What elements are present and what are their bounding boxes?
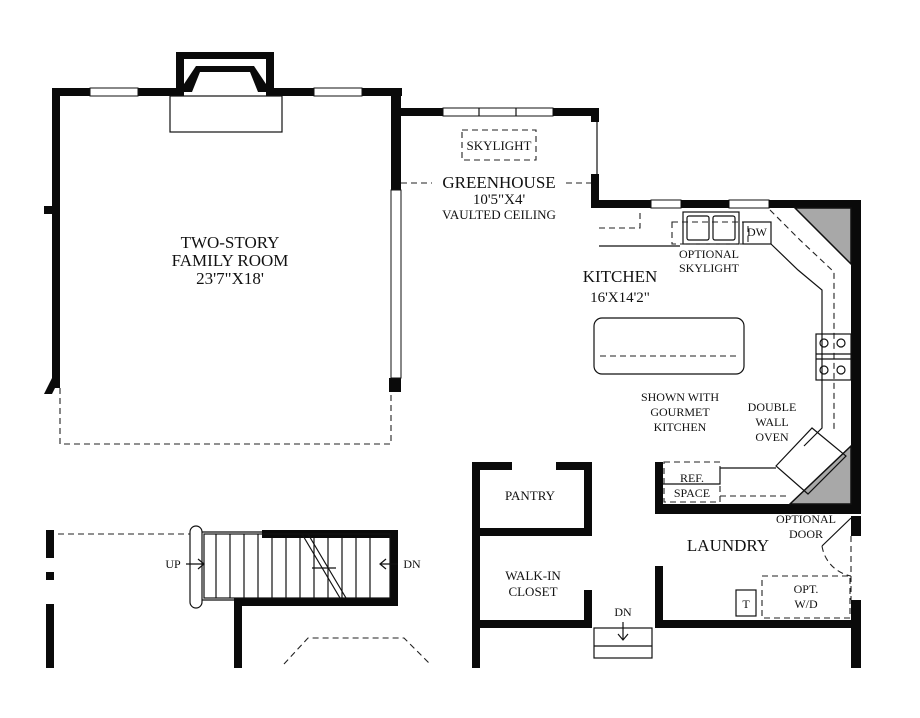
pantry-label: PANTRY bbox=[505, 488, 556, 503]
kitchen-note-2: GOURMET bbox=[650, 405, 710, 419]
upper-cabinet-line bbox=[599, 210, 641, 229]
sink bbox=[682, 211, 740, 245]
dishwasher-label: DW bbox=[747, 225, 768, 239]
kitchen-label: KITCHEN bbox=[583, 267, 658, 286]
optional-skylight-outline bbox=[671, 221, 749, 245]
corner-cabinet-bottom bbox=[788, 444, 852, 505]
optional-door-swing bbox=[821, 517, 852, 600]
greenhouse-dims: 10'5"X4' bbox=[473, 192, 526, 208]
laundry-dn-label: DN bbox=[614, 605, 632, 619]
bay-seat bbox=[169, 95, 283, 133]
stair-up-label: UP bbox=[165, 557, 181, 571]
double-wall-oven bbox=[775, 427, 847, 495]
opt-wd-label-1: OPT. bbox=[794, 582, 819, 596]
family-room-dashed-boundary bbox=[59, 388, 392, 445]
counter-inner-edge bbox=[770, 243, 823, 447]
greenhouse-note: VAULTED CEILING bbox=[442, 207, 556, 222]
kitchen-dims: 16'X14'2" bbox=[590, 290, 650, 306]
greenhouse-walls bbox=[401, 107, 651, 208]
family-room-dims: 23'7"X18' bbox=[196, 269, 264, 288]
oven-label-3: OVEN bbox=[755, 430, 789, 444]
optional-door-label-2: DOOR bbox=[789, 527, 823, 541]
stair-up-arrow bbox=[186, 558, 205, 570]
stair-treads bbox=[189, 525, 391, 609]
skylight-outline bbox=[461, 129, 537, 161]
optional-skylight-label-1: OPTIONAL bbox=[679, 247, 739, 261]
kitchen-walls bbox=[650, 199, 861, 668]
ref-space-outline bbox=[663, 461, 721, 503]
oven-label-2: WALL bbox=[755, 415, 788, 429]
optional-skylight-label-2: SKYLIGHT bbox=[679, 261, 740, 275]
walkin-closet-label-2: CLOSET bbox=[508, 584, 557, 599]
kitchen-note-1: SHOWN WITH bbox=[641, 390, 719, 404]
oven-label-1: DOUBLE bbox=[748, 400, 797, 414]
water-heater-box bbox=[735, 589, 757, 617]
skylight-label: SKYLIGHT bbox=[467, 138, 532, 153]
kitchen-note-3: KITCHEN bbox=[654, 420, 707, 434]
laundry-label: LAUNDRY bbox=[687, 536, 769, 555]
walkin-closet-label-1: WALK-IN bbox=[505, 568, 561, 583]
family-room-label-1: TWO-STORY bbox=[181, 233, 280, 252]
stair-walls bbox=[46, 530, 398, 668]
kitchen-island bbox=[593, 317, 745, 375]
ref-space-label-2: SPACE bbox=[674, 486, 710, 500]
optional-door-label-1: OPTIONAL bbox=[776, 512, 836, 526]
greenhouse-label: GREENHOUSE bbox=[442, 173, 555, 192]
lower-bay-outline bbox=[283, 637, 431, 665]
stair-dn-label: DN bbox=[403, 557, 421, 571]
laundry-steps bbox=[593, 622, 653, 659]
dishwasher bbox=[742, 221, 772, 245]
pantry-walls bbox=[472, 462, 861, 668]
stair-dn-arrow bbox=[379, 558, 398, 570]
opt-wd-label-2: W/D bbox=[794, 597, 818, 611]
family-room-windows bbox=[89, 87, 402, 379]
tub-label: T bbox=[742, 597, 750, 611]
upper-cabinet-right bbox=[769, 209, 835, 432]
corner-cabinet-top bbox=[793, 207, 852, 266]
family-room-label-2: FAMILY ROOM bbox=[172, 251, 289, 270]
cooktop bbox=[815, 333, 852, 381]
family-room-walls bbox=[44, 52, 402, 394]
ref-space-label-1: REF. bbox=[680, 471, 704, 485]
washer-dryer-outline bbox=[761, 575, 851, 619]
